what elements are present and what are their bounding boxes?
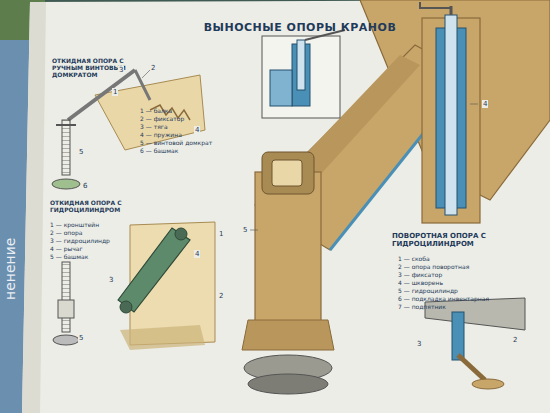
legend-item: 2 — опора поворотная (398, 264, 469, 271)
background-poster-text: ненение (2, 238, 18, 300)
legend-item: 1 — скоба (398, 256, 430, 263)
callout-number: 4 (194, 250, 200, 258)
legend-item: 6 — башмак (140, 148, 178, 155)
callout-number: 1 (112, 88, 118, 96)
callout-number: 2 (218, 292, 224, 300)
legend-item: 5 — башмак (50, 254, 88, 261)
legend-item: 7 — подпятник (398, 304, 446, 311)
legend-item: 4 — шкворень (398, 280, 443, 287)
callout-number: 1 (218, 230, 224, 238)
legend-item: 4 — пружина (140, 132, 182, 139)
legend-item: 3 — фиксатор (398, 272, 442, 279)
callout-number: 5 (78, 334, 84, 342)
callout-number: 6 (82, 182, 88, 190)
callout-number: 3 (118, 66, 124, 74)
legend-item: 3 — тяга (140, 124, 168, 131)
callout-number: 3 (416, 340, 422, 348)
callout-number: 2 (512, 336, 518, 344)
callout-number: 3 (108, 276, 114, 284)
callout-number: 5 (78, 148, 84, 156)
legend-item: 5 — винтовой домкрат (140, 140, 212, 147)
legend-item: 3 — гидроцилиндр (50, 238, 110, 245)
callout-number: 4 (482, 100, 488, 108)
subtitle: ОТКИДНАЯ ОПОРА С ГИДРОЦИЛИНДРОМ (50, 200, 122, 214)
legend-item: 4 — рычаг (50, 246, 83, 253)
callout-number: 4 (194, 126, 200, 134)
legend-item: 2 — фиксатор (140, 116, 184, 123)
legend-item: 1 — кронштейн (50, 222, 99, 229)
poster-title: ВЫНОСНЫЕ ОПОРЫ КРАНОВ (200, 22, 400, 35)
legend-item: 6 — подкладка инвентарная (398, 296, 489, 303)
subtitle: ПОВОРОТНАЯ ОПОРА С ГИДРОЦИЛИНДРОМ (392, 232, 532, 248)
legend-item: 5 — гидроцилиндр (398, 288, 458, 295)
callout-number: 2 (150, 64, 156, 72)
legend-item: 2 — опора (50, 230, 82, 237)
callout-number: 5 (242, 226, 248, 234)
legend-item: 1 — балка (140, 108, 172, 115)
